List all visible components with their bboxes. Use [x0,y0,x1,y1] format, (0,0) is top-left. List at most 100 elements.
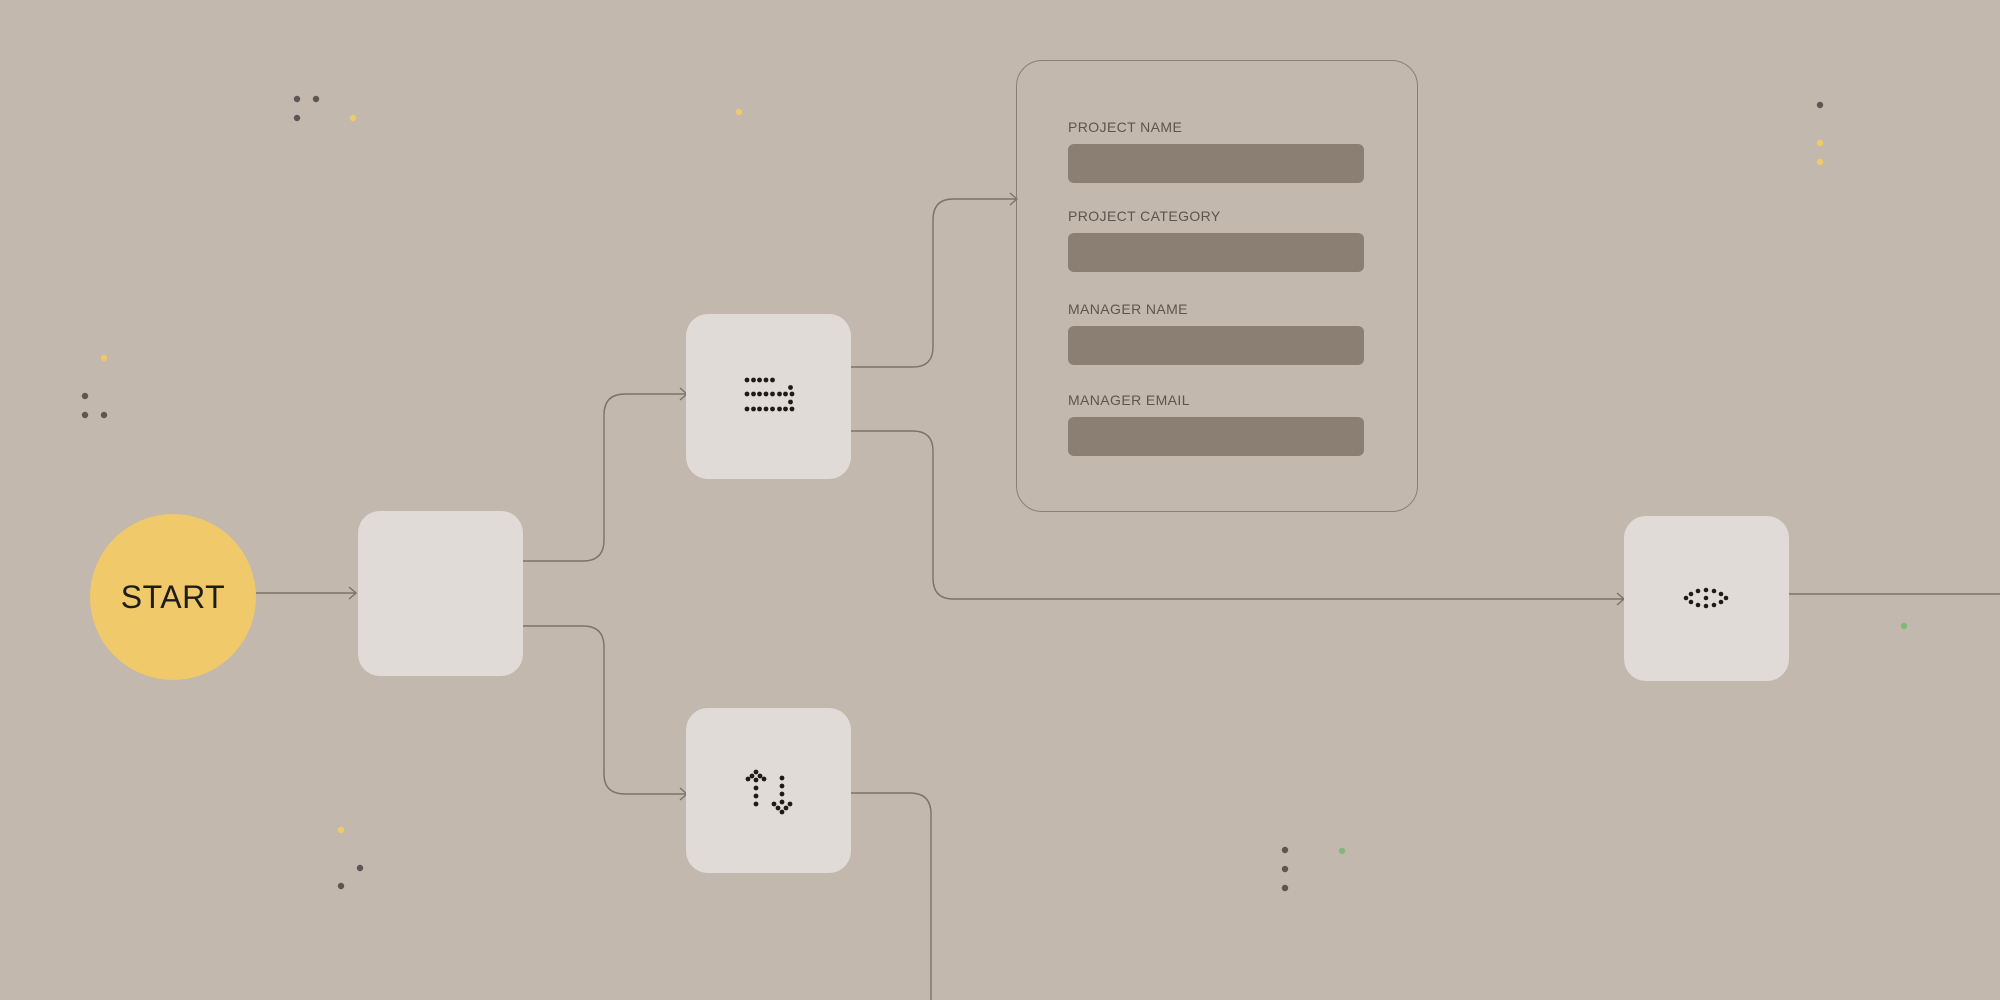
view-step-node[interactable] [1624,516,1789,681]
decor-dot [349,114,357,122]
project-name-label: PROJECT NAME [1068,119,1183,135]
icon-dot [779,783,785,789]
icon-dot [783,805,789,811]
icon-dot [761,776,767,782]
decor-dot [1338,847,1346,855]
decor-dot [1816,139,1824,147]
icon-dot [783,406,788,412]
icon-dot [779,799,785,805]
icon-dot [1688,591,1694,597]
decor-dot [735,108,743,116]
icon-dot [757,406,762,412]
icon-dot [751,406,756,412]
icon-dot [777,406,782,412]
icon-dot [753,777,759,783]
decor-dot [1816,101,1824,109]
connector-node-to-transfer [523,625,686,795]
manager-email-field: MANAGER EMAIL [1068,392,1364,456]
icon-dot [1711,588,1717,594]
icon-dot [1695,602,1701,608]
project-form-panel: PROJECT NAME PROJECT CATEGORY MANAGER NA… [1016,60,1418,512]
decor-dot [312,95,320,103]
icon-dot [753,793,759,799]
icon-dot [753,801,759,807]
icon-dot [783,391,788,397]
decor-dot [1281,846,1289,854]
icon-dot [745,776,751,782]
decor-dot [356,864,364,872]
decor-dot [293,114,301,122]
start-node[interactable]: START [90,514,256,680]
manager-name-field: MANAGER NAME [1068,301,1364,365]
icon-dot [1688,599,1694,605]
icon-dot [770,391,775,397]
icon-dot [1703,603,1709,609]
connector-list-to-form [851,198,1016,368]
icon-dot [751,377,756,383]
icon-dot [757,773,763,779]
decor-dot [337,826,345,834]
icon-dot [789,406,795,412]
icon-dot [779,791,785,797]
icon-dot [775,805,781,811]
icon-dot [744,406,750,412]
project-name-field: PROJECT NAME [1068,119,1364,183]
manager-email-input[interactable] [1068,417,1364,456]
icon-dot [788,385,793,390]
list-step-node[interactable] [686,314,851,479]
manager-name-input[interactable] [1068,326,1364,365]
icon-dot [1703,587,1709,593]
connector-transfer-down [849,792,932,1000]
icon-dot [777,391,782,397]
project-category-input[interactable] [1068,233,1364,272]
decor-dot [1281,865,1289,873]
icon-dot [1683,595,1689,601]
icon-dot [779,809,785,815]
project-category-field: PROJECT CATEGORY [1068,208,1364,272]
manager-email-label: MANAGER EMAIL [1068,392,1190,408]
arrowhead [348,586,358,600]
project-name-input[interactable] [1068,144,1364,183]
project-category-label: PROJECT CATEGORY [1068,208,1221,224]
icon-dot [763,377,769,383]
up-down-arrows-icon [745,769,793,815]
icon-dot [770,377,775,383]
icon-dot [763,391,769,397]
decor-dot [1900,622,1908,630]
transfer-step-node[interactable] [686,708,851,873]
start-label: START [120,578,226,615]
icon-dot [744,391,750,397]
icon-dot [1718,591,1724,597]
decor-dot [81,392,89,400]
arrowhead [1009,192,1019,206]
icon-dot [787,801,793,807]
icon-dot [1718,599,1724,605]
icon-dot [1723,595,1729,601]
icon-dot [744,377,750,383]
decor-dot [1281,884,1289,892]
eye-icon [1683,587,1729,609]
decor-dot [1816,158,1824,166]
decor-dot [100,354,108,362]
icon-dot [753,769,759,775]
icon-dot [757,377,762,383]
decor-dot [337,882,345,890]
icon-dot [771,801,777,807]
dotted-list-icon [744,377,795,412]
decor-dot [81,411,89,419]
decor-dot [100,411,108,419]
icon-dot [1703,595,1709,601]
icon-dot [1711,602,1717,608]
icon-dot [749,773,755,779]
blank-step-node[interactable] [358,511,523,676]
manager-name-label: MANAGER NAME [1068,301,1188,317]
icon-dot [788,399,793,405]
icon-dot [751,391,756,397]
icon-dot [770,406,775,412]
connector-list-to-view [851,430,1623,600]
decor-dot [293,95,301,103]
icon-dot [753,785,759,791]
